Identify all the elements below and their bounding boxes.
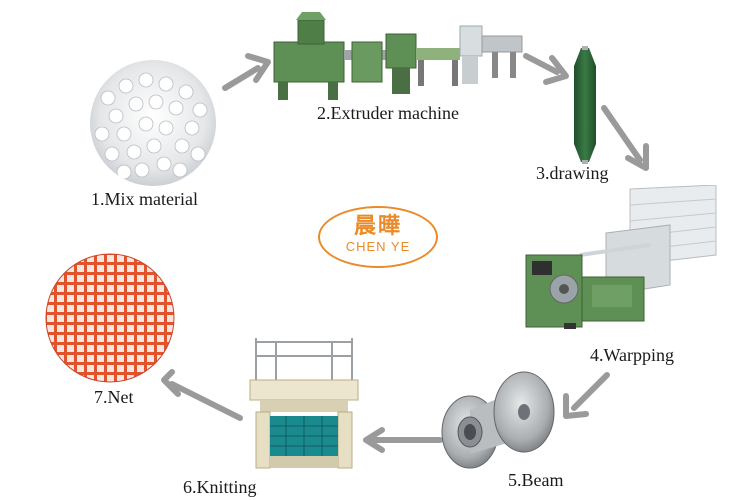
step-label-warpping: 4.Warpping bbox=[590, 345, 675, 365]
arrow-drawing-to-warpping bbox=[601, 105, 643, 163]
mix-material-image bbox=[90, 60, 216, 186]
arrow-drawing-to-warpping-head bbox=[625, 143, 649, 171]
extruder-machine-image bbox=[273, 12, 523, 100]
step-label-mix: 1.Mix material bbox=[91, 189, 198, 209]
step-label-net: 7.Net bbox=[94, 387, 134, 407]
warpping-machine-image bbox=[525, 185, 717, 329]
arrow-knitting-to-net bbox=[169, 381, 243, 421]
logo-chinese-text: 晨曄 bbox=[353, 214, 402, 239]
step-label-knitting: 6.Knitting bbox=[183, 477, 257, 497]
arrow-warpping-to-beam-head bbox=[563, 393, 589, 419]
logo-english-text: CHEN YE bbox=[345, 239, 411, 254]
arrow-knitting-to-net-head bbox=[161, 369, 181, 397]
arrow-warpping-to-beam bbox=[571, 372, 610, 411]
beam-image bbox=[441, 371, 555, 469]
knitting-machine-image bbox=[249, 338, 359, 469]
step-label-beam: 5.Beam bbox=[508, 470, 564, 490]
chen-ye-logo: 晨曄 CHEN YE bbox=[318, 206, 438, 268]
step-label-drawing: 3.drawing bbox=[536, 163, 609, 183]
arrow-mix-to-extruder bbox=[222, 65, 261, 91]
step-label-extruder: 2.Extruder machine bbox=[317, 103, 459, 123]
net-image bbox=[45, 253, 175, 383]
arrow-mix-to-extruder-head bbox=[245, 53, 271, 83]
arrow-extruder-to-drawing bbox=[523, 53, 560, 75]
arrow-extruder-to-drawing-head bbox=[543, 55, 569, 85]
drawing-spool-image bbox=[574, 46, 596, 164]
arrow-beam-to-knitting-head bbox=[363, 427, 385, 453]
